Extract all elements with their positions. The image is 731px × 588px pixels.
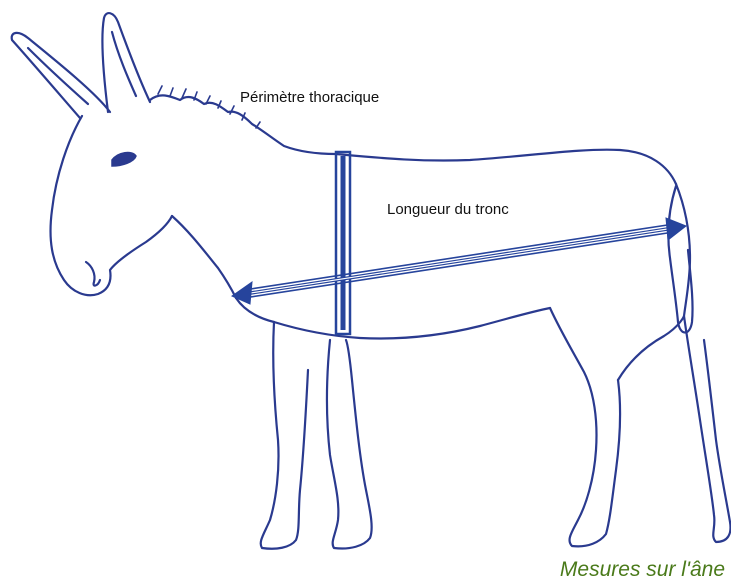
front-leg-2 <box>327 340 372 549</box>
arrowhead-right <box>666 218 686 240</box>
back-line <box>336 150 676 184</box>
front-leg-1 <box>261 322 308 549</box>
length-measure-arrow <box>232 218 686 304</box>
mouth-line <box>86 262 100 286</box>
chest <box>236 298 274 322</box>
belly <box>274 308 550 339</box>
eye-icon <box>112 153 136 166</box>
hind-leg-1 <box>550 308 620 546</box>
hind-leg-2 <box>618 316 730 542</box>
right-ear <box>102 13 150 112</box>
left-ear <box>12 33 110 118</box>
girth-measure-bar <box>336 152 350 334</box>
head-front <box>51 116 173 295</box>
figure-caption: Mesures sur l'âne <box>560 558 725 582</box>
neck-underside <box>172 216 236 298</box>
right-ear-inner <box>112 32 136 96</box>
arrowhead-left <box>232 282 252 304</box>
tail <box>668 186 692 333</box>
left-ear-inner <box>28 48 88 104</box>
length-label: Longueur du tronc <box>387 201 509 218</box>
girth-label: Périmètre thoracique <box>240 89 379 106</box>
